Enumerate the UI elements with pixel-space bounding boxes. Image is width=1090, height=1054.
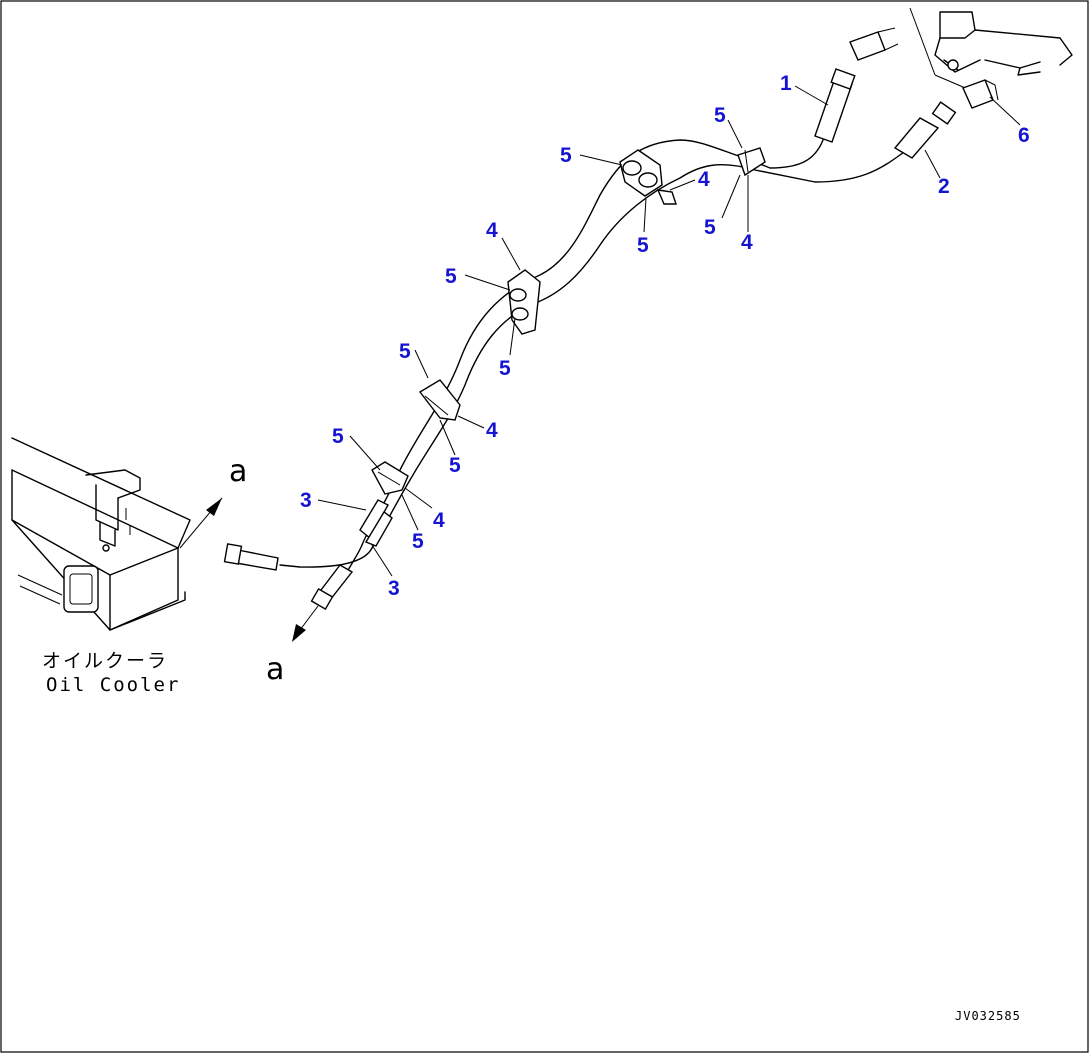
callout-5: 5: [445, 265, 457, 288]
callout-3: 3: [300, 489, 312, 512]
callout-1: 1: [780, 72, 792, 95]
callout-labels: 1 2 6 5 4 5 5 4 5 4 5 5 5 4 5 5 3 4 5 3: [300, 72, 1030, 600]
callout-5: 5: [637, 234, 649, 257]
callout-4: 4: [741, 231, 753, 254]
leader-lines: [317, 85, 1021, 577]
callout-5: 5: [704, 216, 716, 239]
oil-cooler-label-japanese: オイルクーラ: [42, 650, 168, 672]
callout-4: 4: [698, 168, 710, 191]
callout-4: 4: [486, 219, 498, 242]
valve-assembly-drawing: [849, 7, 1073, 109]
callout-6: 6: [1018, 124, 1030, 147]
callout-4: 4: [486, 419, 498, 442]
callout-3: 3: [388, 577, 400, 600]
reference-letter-a-upper: a: [229, 454, 247, 489]
reference-arrows: [179, 497, 319, 642]
callout-2: 2: [938, 175, 950, 198]
callout-5: 5: [714, 104, 726, 127]
reference-letter-a-lower: a: [266, 652, 284, 687]
callout-5: 5: [560, 144, 572, 167]
callout-5: 5: [499, 357, 511, 380]
callout-4: 4: [433, 509, 445, 532]
callout-5: 5: [449, 454, 461, 477]
oil-cooler-drawing: [11, 437, 191, 631]
drawing-code: JV032585: [955, 1009, 1021, 1023]
oil-cooler-label-english: Oil Cooler: [46, 674, 180, 696]
callout-5: 5: [332, 425, 344, 448]
hose-fittings: [223, 68, 957, 611]
callout-5: 5: [412, 530, 424, 553]
clamps: [359, 147, 766, 547]
callout-5: 5: [399, 340, 411, 363]
